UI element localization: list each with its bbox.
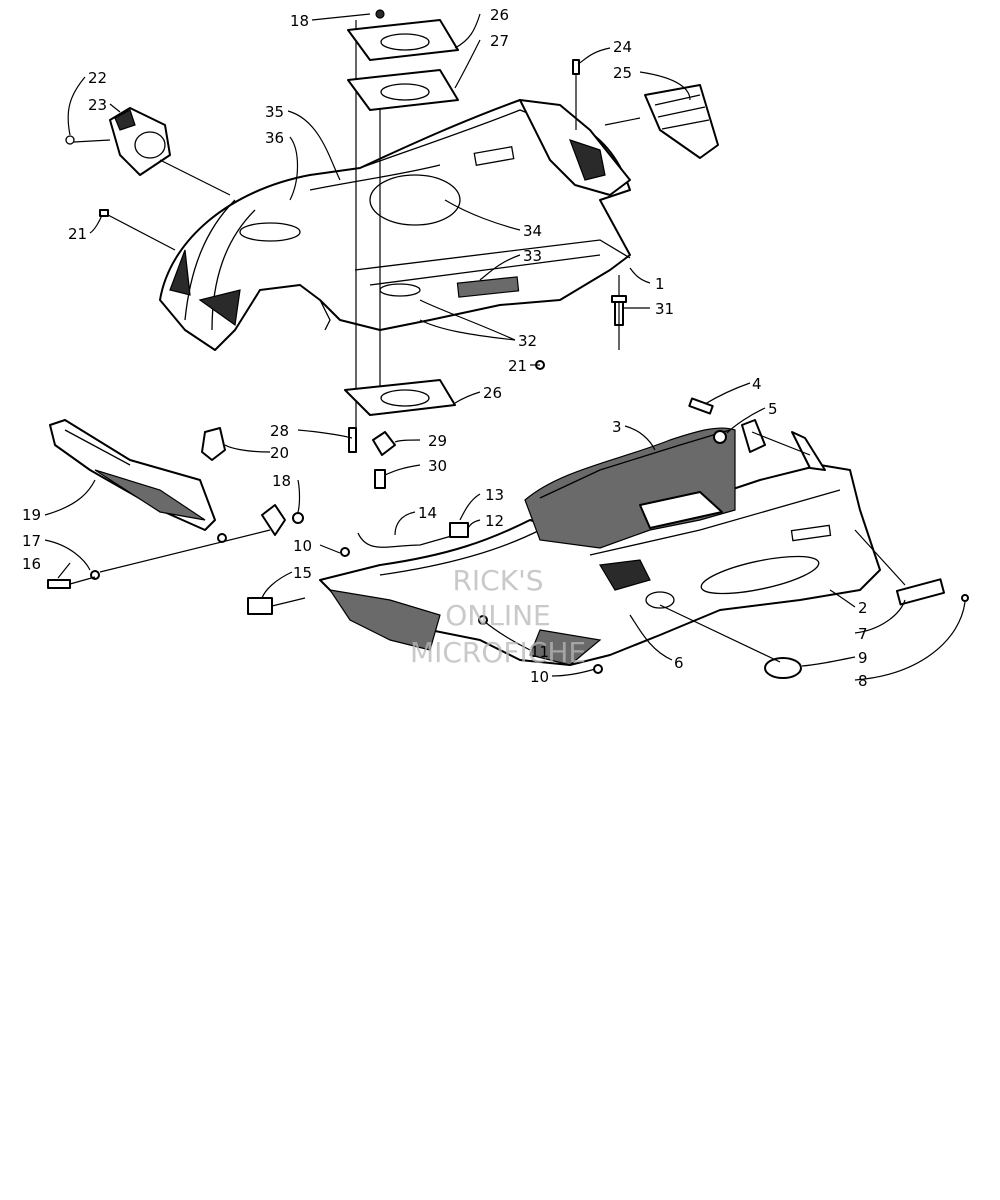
callout-22: 22 bbox=[88, 69, 107, 87]
callout-34: 34 bbox=[523, 222, 542, 240]
callout-3: 3 bbox=[612, 418, 622, 436]
watermark-line-2: ONLINE bbox=[445, 599, 550, 632]
callout-18-mid: 18 bbox=[272, 472, 291, 490]
end-hardware bbox=[688, 397, 826, 471]
callout-4: 4 bbox=[752, 375, 762, 393]
callout-29: 29 bbox=[428, 432, 447, 450]
callout-13: 13 bbox=[485, 486, 504, 504]
dash-vent-assembly bbox=[519, 84, 719, 196]
callout-15: 15 bbox=[293, 564, 312, 582]
callout-6: 6 bbox=[674, 654, 684, 672]
callout-27: 27 bbox=[490, 32, 509, 50]
callout-10-bottom: 10 bbox=[530, 668, 549, 686]
callout-35: 35 bbox=[265, 103, 284, 121]
cover-part-23 bbox=[65, 107, 231, 196]
callout-23: 23 bbox=[88, 96, 107, 114]
callout-1: 1 bbox=[655, 275, 665, 293]
callout-26-top: 26 bbox=[490, 6, 509, 24]
callout-11: 11 bbox=[530, 643, 549, 661]
bumper-part-19 bbox=[49, 419, 216, 531]
callout-36: 36 bbox=[265, 129, 284, 147]
callout-2: 2 bbox=[858, 599, 868, 617]
callout-7: 7 bbox=[858, 625, 868, 643]
watermark: RICK'S ONLINE MICROFICHE bbox=[410, 564, 586, 669]
callout-8: 8 bbox=[858, 672, 868, 690]
bracket-hardware bbox=[47, 504, 304, 589]
tab-part-15 bbox=[247, 597, 306, 615]
callout-18-top: 18 bbox=[290, 12, 309, 30]
badge-parts-7-9 bbox=[659, 529, 969, 679]
callout-25: 25 bbox=[613, 64, 632, 82]
leader-lines bbox=[44, 13, 966, 681]
watermark-line-3: MICROFICHE bbox=[410, 636, 586, 669]
callout-5: 5 bbox=[768, 400, 778, 418]
body-panel-part-2 bbox=[319, 464, 881, 666]
callout-16: 16 bbox=[22, 555, 41, 573]
callout-33: 33 bbox=[523, 247, 542, 265]
callout-12: 12 bbox=[485, 512, 504, 530]
callout-24: 24 bbox=[613, 38, 632, 56]
callout-19: 19 bbox=[22, 506, 41, 524]
pin-part-31 bbox=[611, 275, 627, 350]
callout-21-left: 21 bbox=[68, 225, 87, 243]
callout-9: 9 bbox=[858, 649, 868, 667]
plate-stack bbox=[344, 9, 459, 445]
callout-17: 17 bbox=[22, 532, 41, 550]
console-pan-part bbox=[159, 99, 631, 351]
callout-labels: 26 27 18 24 25 22 23 35 36 21 34 33 1 31… bbox=[22, 6, 868, 690]
callout-14: 14 bbox=[418, 504, 437, 522]
bolt-set-28-30 bbox=[348, 427, 396, 489]
callout-26-bottom: 26 bbox=[483, 384, 502, 402]
callout-20: 20 bbox=[270, 444, 289, 462]
callout-30: 30 bbox=[428, 457, 447, 475]
clip-part-20 bbox=[201, 427, 226, 461]
callout-21-mid: 21 bbox=[508, 357, 527, 375]
callout-31: 31 bbox=[655, 300, 674, 318]
callout-32: 32 bbox=[518, 332, 537, 350]
callout-28: 28 bbox=[270, 422, 289, 440]
cable-part-14 bbox=[340, 522, 469, 557]
callout-10-mid: 10 bbox=[293, 537, 312, 555]
watermark-line-1: RICK'S bbox=[452, 564, 543, 597]
mesh-part-3 bbox=[524, 427, 736, 549]
